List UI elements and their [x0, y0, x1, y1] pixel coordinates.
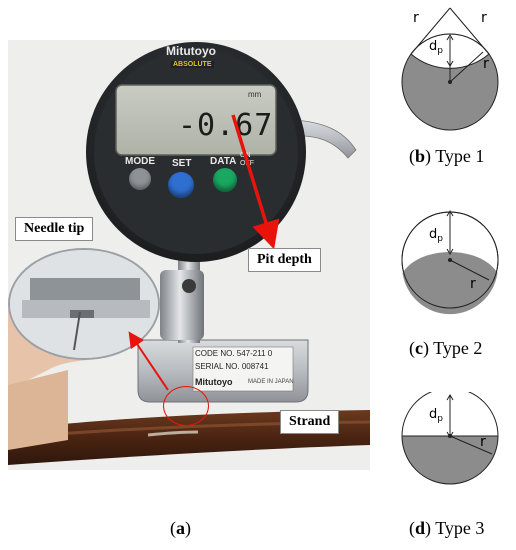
inset-plate-top — [30, 278, 140, 300]
pit-depth-label: Pit depth — [248, 248, 321, 272]
plate-brand: Mitutoyo — [195, 377, 233, 387]
type3-radius-line — [449, 435, 493, 455]
diagram-type3: r dp — [401, 392, 499, 485]
type2-dp: dp — [429, 227, 443, 244]
strand-label: Strand — [280, 410, 340, 434]
caption-c: (c) Type 2 — [409, 338, 483, 358]
caption-b-text: Type 1 — [435, 146, 485, 166]
inset-slot — [70, 310, 94, 318]
type2-gray — [402, 252, 498, 315]
gauge-photo: Mitutoyo ABSOLUTE -0.67 mm MODE SET DATA… — [8, 40, 370, 470]
type1-r-inner: r — [483, 56, 489, 72]
data-button[interactable] — [213, 168, 237, 192]
lcd-screen — [115, 84, 277, 156]
mode-button[interactable] — [129, 168, 151, 190]
plate-made: MADE IN JAPAN — [248, 379, 294, 385]
type3-gray — [402, 436, 498, 484]
type2-center-dot — [448, 258, 452, 262]
caption-b-letter: b — [415, 146, 426, 166]
plate-serial: SERIAL NO. 008741 — [195, 362, 269, 371]
type2-dp-arrow-top — [446, 210, 454, 217]
set-button[interactable] — [168, 172, 194, 198]
caption-a-letter: a — [176, 518, 185, 538]
type1-center-dot — [448, 80, 452, 84]
mode-button-label: MODE — [125, 156, 155, 167]
inset-plate-side — [22, 300, 150, 318]
caption-d: (d) Type 3 — [409, 518, 485, 538]
base-plate-label — [192, 346, 294, 392]
type3-center-dot — [448, 434, 452, 438]
type1-radius-line — [449, 51, 484, 83]
needle-tip-arrow — [128, 331, 169, 391]
inset-needle — [73, 311, 81, 351]
lcd-unit: mm — [248, 90, 262, 99]
type1-dp: dp — [429, 39, 443, 56]
caption-c-text: Type 2 — [433, 338, 483, 358]
data-button-label: DATA — [210, 156, 237, 167]
callout-arrows — [128, 114, 280, 391]
hand — [8, 370, 68, 450]
strand-spot — [147, 430, 199, 437]
lcd-value: -0.67 — [178, 108, 274, 143]
caption-c-letter: c — [415, 338, 423, 358]
needle-tip-inset — [8, 248, 160, 360]
caption-b: (b) Type 1 — [409, 146, 485, 166]
type2-dp-arrow-bottom — [446, 248, 454, 255]
diagram-type2: r dp — [401, 210, 499, 315]
type3-dp: dp — [429, 407, 443, 424]
lift-lever — [293, 119, 357, 159]
needle-tip-label: Needle tip — [15, 217, 94, 241]
diagram-type1: r r r dp — [401, 7, 499, 131]
plate-code: CODE NO. 547-211 0 — [195, 349, 273, 358]
gauge-brand: Mitutoyo — [166, 44, 216, 58]
type1-r-right: r — [481, 10, 487, 26]
type1-r-line-right — [449, 7, 490, 55]
type2-r: r — [470, 276, 476, 292]
caption-d-letter: d — [415, 518, 426, 538]
type2-radius-line — [449, 259, 490, 281]
set-button-label: SET — [172, 158, 192, 169]
type1-dp-arrow-top — [446, 34, 454, 41]
type1-r-line-left — [410, 7, 451, 55]
gauge-brand-sub: ABSOLUTE — [171, 61, 214, 68]
type3-r: r — [480, 434, 486, 450]
type3-dp-arrow-top — [446, 394, 454, 401]
pit-depth-arrow — [231, 114, 280, 250]
type1-r-left: r — [413, 10, 419, 26]
caption-a: (a) — [170, 518, 191, 538]
clamp-screw — [182, 279, 196, 293]
contact-point-circle — [163, 386, 209, 426]
caption-d-text: Type 3 — [435, 518, 485, 538]
